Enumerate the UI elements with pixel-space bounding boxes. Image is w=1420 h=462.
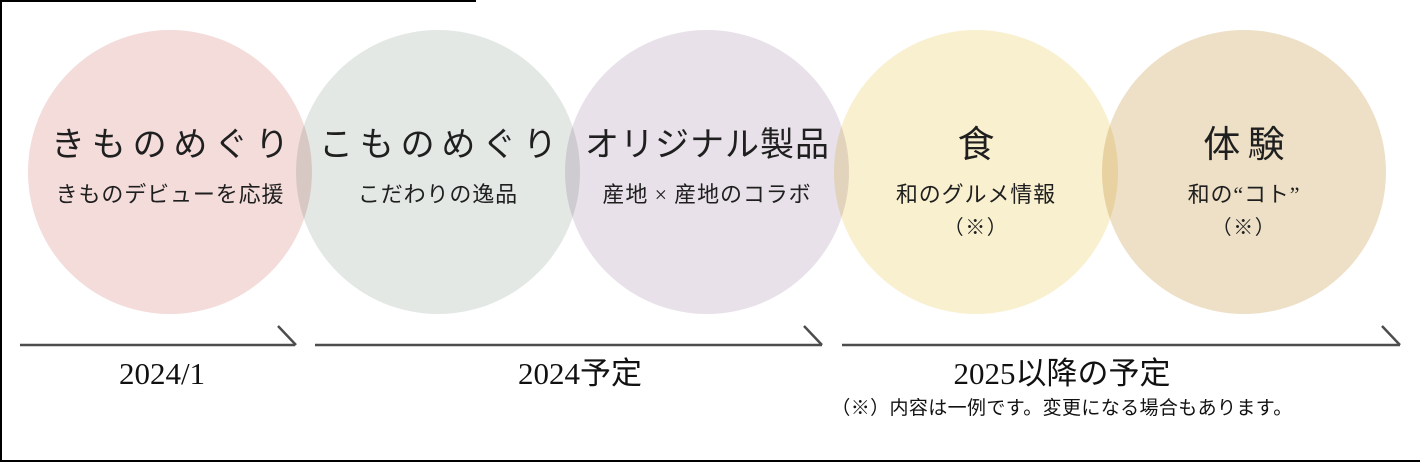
circle-title: こものめぐり	[318, 127, 564, 164]
circle-note: （※）	[943, 217, 1009, 239]
timeline-label-2024-1: 2024/1	[118, 356, 206, 391]
circle-subtitle: こだわりの逸品	[357, 182, 519, 207]
timeline-arrow-2-icon	[315, 325, 823, 347]
circle-komono-meguri: こものめぐり こだわりの逸品	[296, 30, 580, 314]
circle-title: 食	[957, 125, 1002, 166]
timeline-label-2025-block: 2025以降の予定 （※）内容は一例です。変更になる場合もあります。	[812, 354, 1312, 422]
footnote: （※）内容は一例です。変更になる場合もあります。	[831, 398, 1293, 419]
circle-experience: 体験 和の“コト” （※）	[1102, 30, 1386, 314]
frame-top-border	[2, 0, 476, 2]
circle-title: オリジナル製品	[584, 127, 831, 164]
circle-text: オリジナル製品 産地 × 産地のコラボ	[565, 126, 849, 208]
circle-text: 体験 和の“コト” （※）	[1102, 126, 1386, 241]
timeline-label-2025-plan: 2025以降の予定	[953, 356, 1171, 391]
circle-original-products: オリジナル製品 産地 × 産地のコラボ	[565, 30, 849, 314]
circle-text: きものめぐり きものデビューを応援	[28, 126, 312, 208]
circle-note: （※）	[1211, 217, 1277, 239]
circle-subtitle: 和のグルメ情報	[895, 182, 1057, 207]
circle-title: 体験	[1203, 125, 1293, 166]
circle-food: 食 和のグルメ情報 （※）	[834, 30, 1118, 314]
timeline-arrow-3-icon	[842, 325, 1401, 347]
circle-subtitle: 産地 × 産地のコラボ	[602, 182, 812, 207]
timeline-arrow-1-icon	[20, 325, 297, 347]
timeline-label-2024-plan: 2024予定	[518, 356, 642, 391]
circle-text: 食 和のグルメ情報 （※）	[834, 126, 1118, 241]
circle-subtitle: きものデビューを応援	[55, 182, 285, 207]
circle-subtitle: 和の“コト”	[1187, 182, 1301, 207]
circle-kimono-meguri: きものめぐり きものデビューを応援	[28, 30, 312, 314]
circle-title: きものめぐり	[50, 127, 296, 164]
circle-text: こものめぐり こだわりの逸品	[296, 126, 580, 208]
